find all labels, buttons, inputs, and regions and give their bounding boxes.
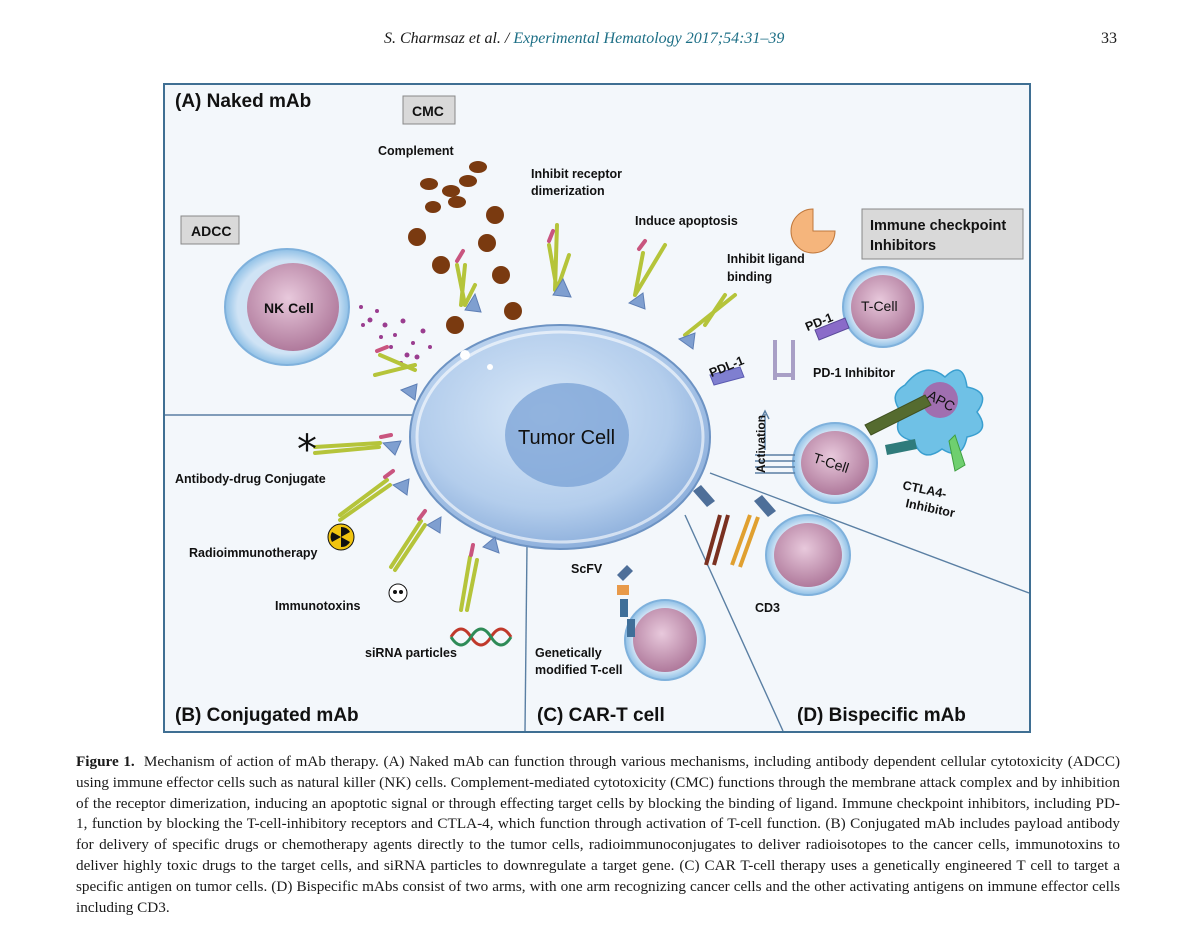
panel-dividers bbox=[165, 414, 1029, 731]
checkpoint-label-line2: Inhibitors bbox=[870, 238, 936, 254]
checkpoint-box bbox=[861, 208, 1024, 260]
complement-label: Complement bbox=[378, 144, 455, 158]
inhibit-ligand-label-2: binding bbox=[727, 270, 772, 284]
t-cell-label-1: T-Cell bbox=[861, 298, 898, 314]
sirna-label: siRNA particles bbox=[365, 646, 457, 660]
caption-text: Mechanism of action of mAb therapy. (A) … bbox=[76, 753, 1121, 916]
figure-1: Tumor Cell NK Cell bbox=[163, 83, 1031, 733]
induce-apoptosis-label: Induce apoptosis bbox=[635, 214, 738, 228]
immunotoxins-label: Immunotoxins bbox=[275, 599, 360, 613]
antibodies bbox=[313, 223, 737, 612]
header-journal-link[interactable]: Experimental Hematology 2017;54:31–39 bbox=[513, 30, 785, 47]
cmc-box bbox=[402, 95, 456, 125]
adcc-label: ADCC bbox=[191, 223, 231, 239]
caption-label: Figure 1. bbox=[76, 753, 135, 770]
t-cell-cd3 bbox=[765, 514, 851, 596]
panel-b-title: (B) Conjugated mAb bbox=[175, 705, 359, 726]
inhibit-dimer-label-2: dimerization bbox=[531, 184, 605, 198]
t-cell-activation bbox=[792, 422, 878, 504]
gm-tcell-label-2: modified T-cell bbox=[535, 663, 623, 677]
panel-c-title: (C) CAR-T cell bbox=[537, 705, 665, 726]
toxin-skull-icon bbox=[388, 583, 408, 603]
checkpoint-label-line1: Immune checkpoint bbox=[870, 218, 1006, 234]
scfv-label: ScFV bbox=[571, 562, 603, 576]
tumor-cell bbox=[409, 324, 711, 550]
gm-tcell-label-1: Genetically bbox=[535, 646, 602, 660]
tumor-cell-label: Tumor Cell bbox=[518, 427, 615, 449]
header-citation: S. Charmsaz et al. / Experimental Hemato… bbox=[384, 30, 784, 48]
figure-caption: Figure 1. Mechanism of action of mAb the… bbox=[76, 752, 1120, 918]
ctla4-label-2: Inhibitor bbox=[904, 496, 956, 520]
car-construct bbox=[617, 565, 635, 637]
pd1-inhibitor-label: PD-1 Inhibitor bbox=[813, 366, 895, 380]
radio-label: Radioimmunotherapy bbox=[189, 546, 318, 560]
tumor-receptors bbox=[381, 277, 696, 554]
page-number: 33 bbox=[1101, 30, 1117, 47]
adc-label: Antibody-drug Conjugate bbox=[175, 472, 326, 486]
panel-d-title: (D) Bispecific mAb bbox=[797, 705, 966, 726]
drug-payload-asterisk: * bbox=[297, 427, 317, 473]
running-header: S. Charmsaz et al. / Experimental Hemato… bbox=[0, 30, 1197, 52]
sirna-helix-icon bbox=[449, 627, 513, 647]
pd1-pdl1-receptors bbox=[693, 317, 966, 568]
activation-label: Activation bbox=[754, 415, 768, 473]
panel-a-title: (A) Naked mAb bbox=[175, 91, 311, 112]
inhibit-ligand-label-1: Inhibit ligand bbox=[727, 252, 805, 266]
inhibit-dimer-label-1: Inhibit receptor bbox=[531, 167, 622, 181]
cd3-label: CD3 bbox=[755, 601, 780, 615]
radioisotope-icon bbox=[327, 523, 355, 551]
header-authors: S. Charmsaz et al. / bbox=[384, 30, 514, 47]
car-t-cell bbox=[624, 599, 706, 681]
activation-arrows bbox=[755, 409, 795, 474]
apc-cell bbox=[894, 369, 984, 456]
t-cell-pd1 bbox=[842, 266, 924, 348]
complement-particles bbox=[408, 161, 522, 334]
ligand-shape bbox=[790, 208, 836, 254]
nk-cell-label: NK Cell bbox=[264, 300, 314, 316]
figure-illustration: Tumor Cell NK Cell bbox=[165, 91, 1029, 731]
adcc-box bbox=[180, 215, 240, 245]
svg-text:*: * bbox=[297, 427, 317, 473]
nk-cell bbox=[224, 248, 432, 366]
cmc-label: CMC bbox=[412, 103, 444, 119]
